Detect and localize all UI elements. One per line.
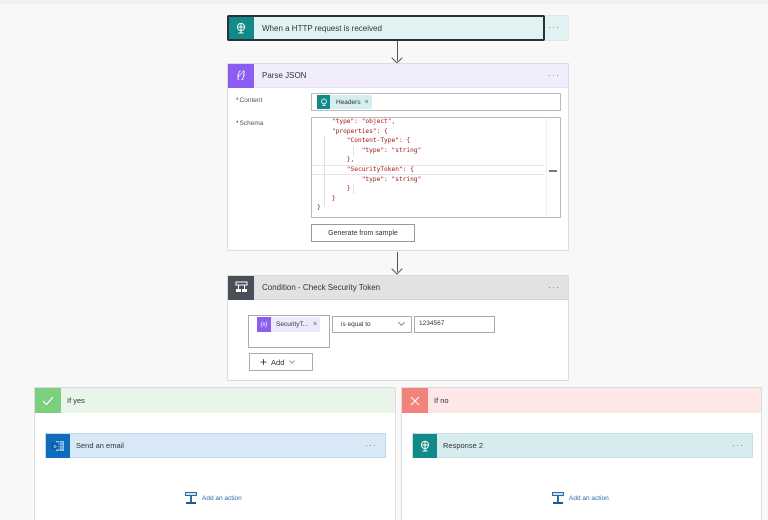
condition-icon — [228, 275, 254, 300]
braces-variable-icon: {⁄} — [228, 63, 254, 88]
content-input[interactable]: Headers × — [311, 93, 561, 111]
add-an-action-button[interactable]: Add an action — [185, 492, 242, 504]
chevron-down-icon — [289, 357, 296, 364]
remove-token-icon[interactable]: × — [313, 321, 318, 328]
add-action-icon — [185, 492, 197, 504]
if-no-header[interactable]: If no — [402, 388, 761, 413]
operator-dropdown[interactable]: is equal to — [332, 316, 412, 333]
braces-variable-icon: {x} — [257, 317, 271, 332]
token-label: Headers — [336, 98, 361, 106]
globe-request-icon — [228, 16, 254, 40]
more-options-button[interactable]: ··· — [732, 440, 744, 450]
if-yes-branch: If yes o Send an email ··· Add an action — [34, 387, 396, 520]
headers-token[interactable]: Headers × — [317, 95, 372, 109]
action-title: Response 2 — [443, 441, 484, 450]
if-no-title: If no — [434, 396, 449, 405]
close-icon — [402, 388, 428, 413]
check-icon — [35, 388, 61, 413]
current-line-highlight — [312, 165, 544, 175]
parse-json-header[interactable]: {⁄} Parse JSON ··· — [228, 63, 568, 88]
schema-label: *Schema — [236, 120, 264, 127]
parse-json-card[interactable]: {⁄} Parse JSON ··· *Content Headers × *S… — [227, 63, 569, 251]
more-options-button[interactable]: ··· — [548, 70, 560, 80]
arrow-down-connector — [391, 252, 404, 275]
condition-value-input[interactable]: 1234567 — [414, 316, 495, 333]
trigger-card-http-request[interactable]: When a HTTP request is received ··· — [227, 15, 569, 41]
condition-left-operand[interactable]: {x} SecurityT... × — [248, 315, 330, 348]
add-action-icon — [552, 492, 564, 504]
schema-editor[interactable]: "type": "object", "properties": { "Conte… — [311, 117, 561, 218]
editor-scrollbar[interactable] — [546, 118, 560, 217]
indent-guide — [324, 136, 325, 206]
chevron-down-icon — [397, 318, 406, 327]
token-label: SecurityT... — [276, 321, 309, 328]
outlook-icon: o — [46, 433, 70, 458]
if-no-branch: If no Response 2 ··· Add an action — [401, 387, 762, 520]
more-options-button[interactable]: ··· — [365, 440, 377, 450]
indent-guide — [353, 184, 354, 194]
operator-value: is equal to — [341, 321, 371, 328]
if-yes-header[interactable]: If yes — [35, 388, 395, 413]
content-label: *Content — [236, 97, 263, 104]
add-an-action-label: Add an action — [569, 494, 609, 502]
arrow-down-connector — [391, 41, 404, 64]
trigger-title: When a HTTP request is received — [262, 23, 382, 33]
more-options-button[interactable]: ··· — [548, 282, 560, 292]
remove-token-icon[interactable]: × — [364, 98, 369, 106]
add-condition-button[interactable]: + Add — [249, 353, 313, 371]
globe-request-icon — [317, 95, 330, 109]
schema-code: "type": "object", "properties": { "Conte… — [317, 118, 422, 212]
security-token-token[interactable]: {x} SecurityT... × — [257, 317, 321, 332]
indent-guide — [353, 146, 354, 156]
trigger-header[interactable]: When a HTTP request is received ··· — [228, 16, 568, 40]
condition-title: Condition - Check Security Token — [262, 283, 381, 292]
plus-icon: + — [260, 355, 268, 369]
condition-card[interactable]: Condition - Check Security Token ··· {x}… — [227, 275, 569, 381]
action-title: Send an email — [76, 441, 124, 450]
if-yes-title: If yes — [67, 396, 85, 405]
more-options-button[interactable]: ··· — [548, 22, 560, 32]
response-2-action[interactable]: Response 2 ··· — [412, 433, 753, 458]
add-label: Add — [271, 357, 285, 367]
top-bar — [0, 0, 768, 4]
globe-response-icon — [413, 433, 437, 458]
selection-outline — [227, 15, 545, 41]
condition-header[interactable]: Condition - Check Security Token ··· — [228, 275, 568, 300]
add-an-action-button[interactable]: Add an action — [552, 492, 609, 504]
send-an-email-action[interactable]: o Send an email ··· — [45, 433, 386, 458]
add-an-action-label: Add an action — [202, 494, 242, 502]
generate-from-sample-button[interactable]: Generate from sample — [311, 224, 415, 242]
svg-text:o: o — [53, 444, 56, 450]
parse-json-title: Parse JSON — [262, 71, 307, 80]
